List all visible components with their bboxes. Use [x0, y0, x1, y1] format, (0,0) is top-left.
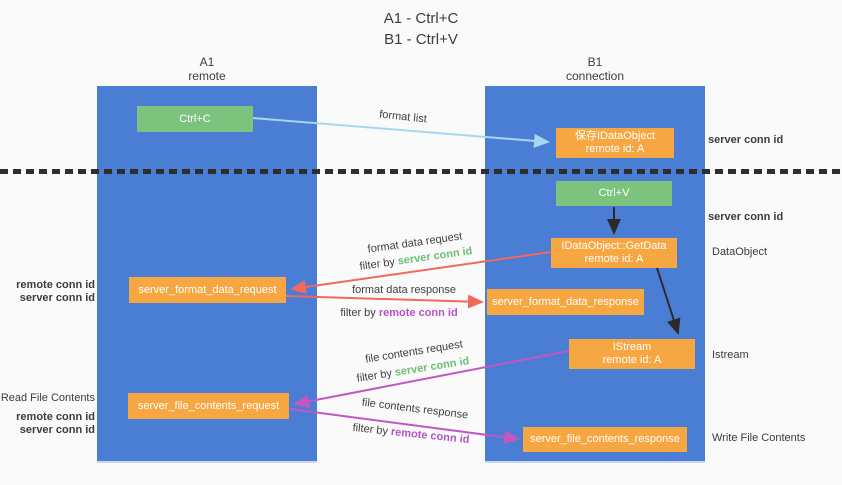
ctrl-c-box: Ctrl+C [137, 106, 253, 132]
save-idataobject-box: 保存IDataObject remote id: A [556, 128, 674, 158]
server-file-contents-request-box: server_file_contents_request [128, 393, 289, 419]
filter-by-text: filter by [355, 366, 396, 385]
server-conn-id-annotation-mid: server conn id [708, 211, 784, 223]
idataobject-getdata-box: IDataObject::GetData remote id: A [551, 238, 677, 268]
istream-line2: remote id: A [602, 354, 662, 366]
getdata-line1: IDataObject::GetData [561, 240, 667, 252]
server-file-contents-response-box: server_file_contents_response [523, 427, 687, 452]
remote-conn-id-annotation-left-bottom: remote conn id [16, 411, 95, 423]
save-idataobject-line1: 保存IDataObject [574, 130, 656, 142]
istream-box: IStream remote id: A [569, 339, 695, 369]
format-list-label: format list [378, 108, 428, 126]
lane-b1-subtitle: connection [565, 69, 625, 83]
remote-conn-id-annotation-left-top: remote conn id [16, 279, 95, 291]
dotted-separator-line [0, 169, 842, 174]
ctrl-c-label: Ctrl+C [179, 112, 211, 125]
write-file-contents-annotation: Write File Contents [712, 432, 806, 444]
filter-by-remote-conn-id-label-2: filter by remote conn id [352, 422, 470, 446]
filter-by-text: filter by [340, 307, 379, 319]
title-line-2: B1 - Ctrl+V [384, 31, 458, 48]
server-conn-id-annotation-left-bottom: server conn id [19, 424, 95, 436]
istream-line1: IStream [612, 341, 652, 353]
file-request-label: server_file_contents_request [137, 399, 280, 412]
lane-header-a1: A1 remote [97, 55, 317, 83]
file-contents-response-label: file contents response [361, 396, 469, 422]
title-line-1: A1 - Ctrl+C [383, 10, 459, 27]
file-response-label: server_file_contents_response [530, 433, 680, 445]
server-format-data-request-box: server_format_data_request [129, 277, 286, 303]
diagram-title: A1 - Ctrl+C B1 - Ctrl+V [0, 8, 842, 50]
lane-header-b1: B1 connection [485, 55, 705, 83]
lane-b1-id: B1 [587, 55, 603, 69]
lane-a1-id: A1 [199, 55, 215, 69]
filter-by-text: filter by [352, 421, 392, 438]
filter-by-remote-conn-id-label-1: filter by remote conn id [340, 307, 457, 319]
server-format-data-response-box: server_format_data_response [487, 289, 644, 315]
getdata-line2: remote id: A [584, 253, 644, 265]
istream-annotation: Istream [712, 349, 749, 361]
remote-conn-id-value: remote conn id [390, 425, 470, 447]
format-request-label: server_format_data_request [138, 283, 277, 296]
read-file-contents-annotation: Read File Contents [0, 392, 95, 404]
ctrl-v-box: Ctrl+V [556, 181, 672, 206]
save-idataobject-line2: remote id: A [585, 143, 645, 155]
remote-conn-id-value: remote conn id [378, 307, 458, 319]
server-conn-id-annotation-left-top: server conn id [19, 292, 95, 304]
lane-a1-subtitle: remote [188, 69, 226, 83]
format-data-response-label: format data response [352, 284, 456, 296]
server-conn-id-annotation-top: server conn id [708, 134, 784, 146]
dataobject-annotation: DataObject [712, 246, 768, 258]
filter-by-text: filter by [358, 255, 399, 273]
ctrl-v-label: Ctrl+V [598, 187, 630, 199]
format-response-label: server_format_data_response [492, 295, 639, 308]
